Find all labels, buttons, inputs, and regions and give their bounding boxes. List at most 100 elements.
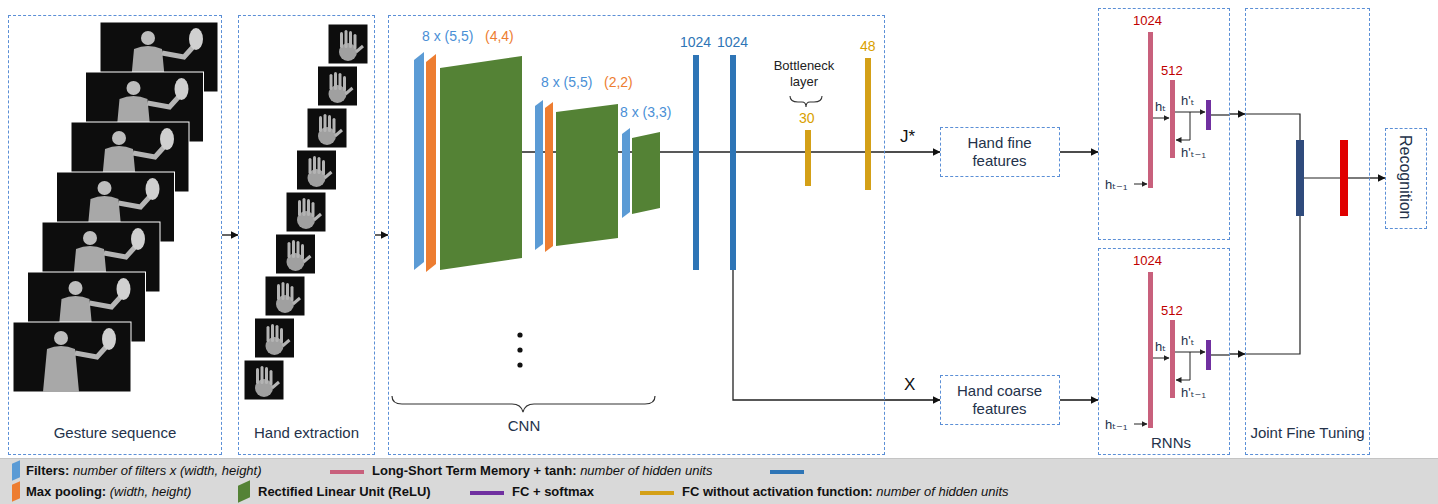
legend-text: FC without activation function: number o… — [682, 484, 1009, 500]
hand-crop — [307, 108, 347, 148]
lstm-graphic — [1134, 272, 1230, 428]
hand-crop — [276, 234, 316, 274]
group-brace — [790, 96, 822, 107]
pool-spec: (4,4) — [485, 28, 514, 45]
fc-bar — [805, 130, 811, 186]
layer-name: Bottleneck layer — [758, 58, 850, 89]
box-label: Recognition — [1396, 135, 1415, 220]
relu-layer — [632, 132, 660, 214]
legend-text: Max pooling: (width, height) — [26, 484, 191, 500]
flow-arrow — [1370, 177, 1385, 178]
feature-line — [733, 270, 885, 400]
panel-title: Hand extraction — [243, 424, 370, 442]
merge-line — [1245, 114, 1300, 140]
lstm-graphic — [1134, 32, 1230, 188]
legend-text: Long-Short Term Memory + tanh: number of… — [372, 463, 712, 479]
state-label: hₜ₋₁ — [1105, 417, 1127, 433]
legend-text: FC + softmax — [512, 484, 594, 500]
unit-count: 48 — [860, 38, 876, 55]
state-label: h'ₜ₋₁ — [1181, 145, 1206, 161]
hand-crop — [255, 318, 295, 358]
edge-label: X — [902, 375, 917, 395]
legend-detail: (width, height) — [106, 484, 191, 499]
box-label: Hand coarse features — [947, 382, 1052, 418]
state-label: h'ₜ — [1181, 333, 1195, 349]
hand-crop — [244, 360, 284, 400]
layer-spec: 8 x (5,5) — [541, 74, 592, 91]
filter-layer — [535, 100, 543, 250]
group-brace — [392, 396, 655, 412]
legend-swatch — [640, 491, 674, 495]
legend-term: Filters: — [26, 463, 69, 478]
hand-crop — [318, 66, 358, 106]
state-label: hₜ₋₁ — [1105, 177, 1127, 193]
pool-spec: (2,2) — [604, 74, 633, 91]
legend-detail: number of hidden units — [873, 484, 1009, 499]
hand-crop — [328, 24, 368, 64]
legend-term: Max pooling: — [26, 484, 106, 499]
relu-layer — [556, 104, 618, 246]
relu-layer — [440, 56, 522, 270]
input-panel: Gesture sequence — [8, 15, 222, 455]
feature-box: Hand coarse features — [940, 375, 1060, 425]
extraction-panel: Hand extraction — [238, 15, 375, 455]
output-bar — [1340, 140, 1348, 216]
flow-arrow — [222, 234, 238, 235]
unit-count: 1024 — [717, 34, 748, 51]
filter-layer — [414, 52, 424, 270]
fusion-bar — [1296, 140, 1304, 216]
hand-crop — [297, 150, 337, 190]
legend-text: Rectified Linear Unit (ReLU) — [258, 484, 431, 500]
fusion-line — [1304, 177, 1340, 178]
state-label: h'ₜ — [1181, 93, 1195, 109]
unit-count: 1024 — [1133, 13, 1162, 29]
output-box: Recognition — [1385, 128, 1427, 229]
legend-term: Long-Short Term Memory + tanh: — [372, 463, 577, 478]
flow-arrow — [1060, 399, 1098, 400]
unit-count: 30 — [799, 110, 815, 127]
panel-title: RNNs — [1151, 434, 1191, 452]
legend-detail: number of hidden units — [577, 463, 713, 478]
legend-line-sample — [770, 470, 804, 474]
fc-bar — [865, 58, 871, 190]
fusion-line — [1348, 177, 1370, 178]
panel-title: Joint Fine Tuning — [1250, 424, 1365, 442]
hand-crop — [265, 276, 305, 316]
flow-arrow — [885, 399, 940, 400]
ellipsis-dot — [517, 332, 522, 337]
flow-arrow — [1230, 353, 1245, 354]
legend-swatch — [470, 491, 504, 495]
pool-layer — [545, 102, 553, 252]
layer-spec: 8 x (5,5) — [422, 28, 473, 45]
legend-term: Rectified Linear Unit (ReLU) — [258, 484, 431, 499]
rnn-panel: 1024512hₜh'ₜh'ₜ₋₁hₜ₋₁ — [1098, 8, 1230, 240]
unit-count: 1024 — [680, 34, 711, 51]
flow-arrow — [885, 151, 940, 152]
legend-text: Filters: number of filters x (width, hei… — [26, 463, 262, 479]
flow-arrow — [375, 234, 388, 235]
fusion-panel: Joint Fine Tuning — [1245, 8, 1370, 455]
state-label: h'ₜ₋₁ — [1181, 385, 1206, 401]
legend-term: FC + softmax — [512, 484, 594, 499]
panel-title: Gesture sequence — [13, 424, 217, 442]
fc-bar — [693, 55, 699, 270]
state-label: hₜ — [1155, 339, 1166, 355]
panel-title: CNN — [508, 417, 541, 435]
state-label: hₜ — [1155, 99, 1166, 115]
layer-spec: 8 x (3,3) — [620, 104, 671, 121]
ellipsis-dot — [517, 347, 522, 352]
flow-arrow — [1060, 151, 1098, 152]
unit-count: 512 — [1161, 303, 1183, 319]
fc-bar — [730, 55, 736, 270]
flow-arrow — [1230, 113, 1245, 114]
hand-crop — [286, 192, 326, 232]
ellipsis-dot — [517, 362, 522, 367]
feature-line — [470, 151, 885, 152]
box-label: Hand fine features — [947, 134, 1052, 170]
unit-count: 1024 — [1133, 253, 1162, 269]
legend-term: FC without activation function: — [682, 484, 873, 499]
merge-line — [1245, 216, 1300, 354]
